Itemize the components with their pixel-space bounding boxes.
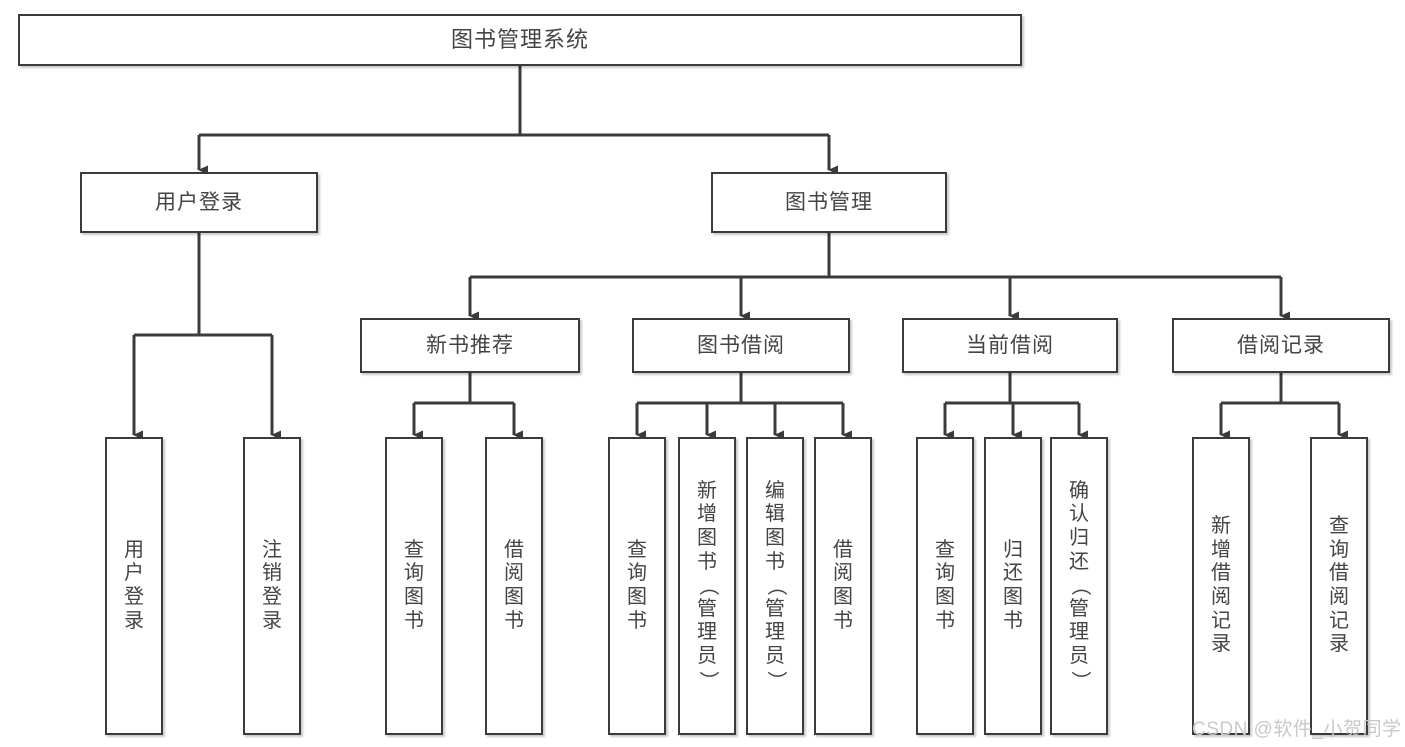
node-newbook: 新书推荐 (360, 318, 580, 373)
node-label: 确认归还（管理员） (1068, 479, 1091, 691)
node-label: 查询借阅记录 (1329, 515, 1349, 656)
wire-group (132, 66, 1348, 440)
node-label: 新增图书（管理员） (696, 479, 719, 691)
node-borrow: 图书借阅 (632, 318, 850, 373)
node-label: 查询图书 (627, 538, 647, 632)
node-l6: 新增图书（管理员） (678, 437, 736, 735)
node-l4: 借阅图书 (485, 437, 543, 735)
watermark-text: CSDN @软件_小贺同学 (1192, 719, 1402, 740)
node-label: 借阅图书 (833, 538, 853, 632)
node-label: 用户登录 (124, 538, 144, 632)
node-l3: 查询图书 (385, 437, 443, 735)
node-l9: 查询图书 (916, 437, 974, 735)
node-l7: 编辑图书（管理员） (746, 437, 804, 735)
node-bookmgmt: 图书管理 (711, 172, 947, 233)
node-l11: 确认归还（管理员） (1050, 437, 1108, 735)
node-label: 查询图书 (404, 538, 424, 632)
node-label: 图书借阅 (697, 333, 785, 357)
node-label: 归还图书 (1003, 538, 1023, 632)
node-label: 编辑图书（管理员） (764, 479, 787, 691)
node-label: 用户登录 (155, 190, 243, 214)
node-l13: 查询借阅记录 (1310, 437, 1368, 735)
node-l1: 用户登录 (105, 437, 163, 735)
node-label: 新增借阅记录 (1211, 515, 1231, 656)
node-l5: 查询图书 (608, 437, 666, 735)
node-label: 注销登录 (262, 538, 282, 632)
node-records: 借阅记录 (1172, 318, 1390, 373)
node-label: 当前借阅 (966, 333, 1054, 357)
node-label: 图书管理 (785, 190, 873, 214)
node-label: 新书推荐 (426, 333, 514, 357)
node-current: 当前借阅 (902, 318, 1118, 373)
node-label: 借阅图书 (504, 538, 524, 632)
node-root: 图书管理系统 (18, 14, 1022, 66)
node-l12: 新增借阅记录 (1192, 437, 1250, 735)
node-label: 查询图书 (935, 538, 955, 632)
node-label: 图书管理系统 (450, 26, 589, 52)
node-l8: 借阅图书 (814, 437, 872, 735)
node-label: 借阅记录 (1237, 333, 1325, 357)
node-login: 用户登录 (80, 172, 318, 233)
node-l10: 归还图书 (984, 437, 1042, 735)
node-l2: 注销登录 (243, 437, 301, 735)
